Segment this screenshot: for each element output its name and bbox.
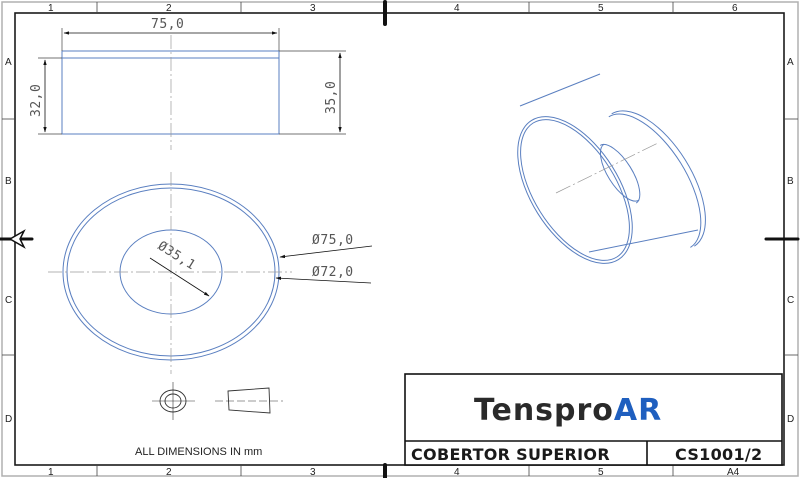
row-label-right-a: A (787, 57, 794, 68)
outer-diameter-dimension: Ø75,0 (312, 233, 354, 248)
col-label-top-2: 2 (166, 3, 172, 14)
row-label-right-c: C (787, 295, 794, 306)
units-note: ALL DIMENSIONS IN mm (135, 446, 262, 458)
col-label-top-5: 5 (598, 3, 604, 14)
width-dimension: 75,0 (151, 17, 184, 32)
row-label-left-b: B (5, 176, 12, 187)
zone-labels: 1 2 3 4 5 6 1 2 3 4 5 A4 A B C D A B C D (5, 3, 794, 478)
col-label-bottom-1: 1 (48, 467, 54, 478)
outer-height-dimension: 35,0 (324, 81, 339, 114)
row-label-left-c: C (5, 295, 12, 306)
row-label-left-d: D (5, 414, 12, 425)
third-angle-projection-icon (152, 382, 283, 420)
logo-text-ar: AR (614, 393, 662, 428)
col-label-top-1: 1 (48, 3, 54, 14)
row-label-left-a: A (5, 57, 12, 68)
title-block: TensproAR COBERTOR SUPERIOR CS1001/2 (404, 373, 783, 466)
drawing-number: CS1001/2 (675, 445, 762, 464)
col-label-bottom-4: 4 (454, 467, 460, 478)
isometric-view (517, 73, 706, 264)
company-logo: TensproAR (474, 393, 662, 428)
sheet-size-label: A4 (727, 467, 740, 478)
col-label-top-6: 6 (732, 3, 738, 14)
top-view: Ø35,1 Ø75,0 Ø72,0 (48, 172, 373, 374)
row-label-right-b: B (787, 176, 794, 187)
col-label-bottom-3: 3 (310, 467, 316, 478)
front-view: 75,0 32,0 35,0 (29, 17, 346, 150)
hole-diameter-dimension: Ø35,1 (155, 239, 198, 274)
rim-diameter-dimension: Ø72,0 (312, 265, 354, 280)
col-label-top-3: 3 (310, 3, 316, 14)
col-label-bottom-5: 5 (598, 467, 604, 478)
row-label-right-d: D (787, 414, 794, 425)
logo-text-tenspro: Tenspro (474, 393, 614, 428)
col-label-top-4: 4 (454, 3, 460, 14)
col-label-bottom-2: 2 (166, 467, 172, 478)
inner-height-dimension: 32,0 (29, 84, 44, 117)
part-name: COBERTOR SUPERIOR (411, 445, 610, 464)
